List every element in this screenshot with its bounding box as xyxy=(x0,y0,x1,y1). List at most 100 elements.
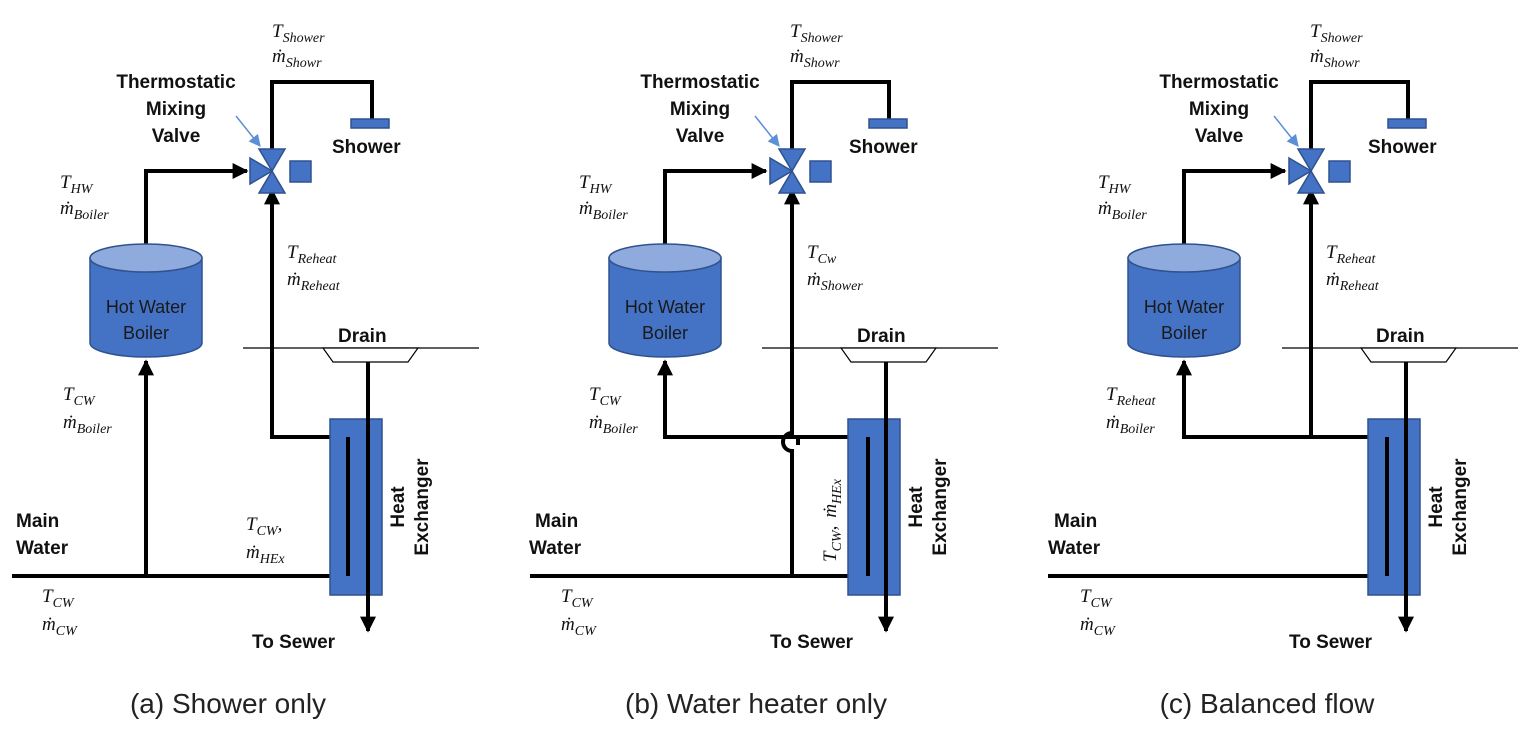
heat-exchanger-icon xyxy=(1367,418,1421,596)
shower-label: Shower xyxy=(332,137,401,158)
main-water-label-line1: Main xyxy=(1054,511,1097,532)
m-reheat-label: ṁReheat xyxy=(1326,269,1380,294)
t-shower-label: TShower xyxy=(790,21,843,46)
caption-b: (b) Water heater only xyxy=(625,688,887,719)
drain-label: Drain xyxy=(338,326,387,347)
m-boiler-label: ṁBoiler xyxy=(60,198,109,223)
hx-label-line1: Heat xyxy=(388,486,409,528)
valve-label-line3: Valve xyxy=(152,126,201,147)
t-cw-main-label: TCW xyxy=(561,586,594,611)
valve-pointer-arrow xyxy=(754,115,780,147)
m-shower-label: ṁShowr xyxy=(272,46,322,71)
valve-label-line2: Mixing xyxy=(670,99,730,120)
panel-a: Hot Water Boiler Thermostatic Mixing Val… xyxy=(12,21,479,719)
drain-icon xyxy=(839,347,938,363)
t-cw-main-label: TCW xyxy=(1080,586,1113,611)
drain-icon xyxy=(1359,347,1458,363)
valve-pointer-arrow xyxy=(235,115,261,147)
m-cw-main-label: ṁCW xyxy=(42,614,78,639)
m-boiler-in-label: ṁBoiler xyxy=(63,412,112,437)
m-cw-main-label: ṁCW xyxy=(1080,614,1116,639)
m-boiler-in-label: ṁBoiler xyxy=(1106,412,1155,437)
m-shower-label: ṁShowr xyxy=(1310,46,1360,71)
cold-to-valve-pipe xyxy=(781,196,794,576)
hx-label-line1: Heat xyxy=(1426,486,1447,528)
sewer-label: To Sewer xyxy=(770,632,854,653)
heat-exchanger-icon xyxy=(847,418,901,596)
boiler-label-line1: Hot Water xyxy=(625,297,705,317)
m-shower-label: ṁShowr xyxy=(790,46,840,71)
m-boiler-label: ṁBoiler xyxy=(1098,198,1147,223)
shower-label: Shower xyxy=(849,137,918,158)
t-hw-label: THW xyxy=(60,172,94,197)
sewer-label: To Sewer xyxy=(252,632,336,653)
heat-exchanger-icon xyxy=(329,418,383,596)
m-hex-label: ṁHEx xyxy=(246,542,285,567)
cold-to-boiler-pipe xyxy=(657,359,798,439)
boiler-label-line1: Hot Water xyxy=(1144,297,1224,317)
main-water-label-line1: Main xyxy=(535,511,578,532)
hot-water-pipe xyxy=(663,163,768,247)
t-reheat-boiler-label: TReheat xyxy=(1106,384,1157,409)
valve-label-line2: Mixing xyxy=(1189,99,1249,120)
boiler-label-line2: Boiler xyxy=(642,323,688,343)
t-cw-boiler-label: TCW xyxy=(589,384,622,409)
main-water-label-line2: Water xyxy=(529,538,582,559)
m-boiler-in-label: ṁBoiler xyxy=(589,412,638,437)
shower-pipe xyxy=(270,80,374,152)
hot-water-boiler-icon xyxy=(608,243,722,358)
t-shower-label: TShower xyxy=(1310,21,1363,46)
reheat-to-boiler-pipe xyxy=(1176,359,1311,439)
shower-head-icon xyxy=(350,118,390,129)
mixing-valve-icon xyxy=(769,148,832,194)
t-reheat-label: TReheat xyxy=(287,242,338,267)
t-cw-main-label: TCW xyxy=(42,586,75,611)
boiler-label-line2: Boiler xyxy=(123,323,169,343)
shower-head-icon xyxy=(1387,118,1427,129)
panel-b: Hot Water Boiler Thermostatic Mixing Val… xyxy=(529,21,998,719)
hx-label-line2: Exchanger xyxy=(1450,458,1471,556)
sewer-label: To Sewer xyxy=(1289,632,1373,653)
mixing-valve-icon xyxy=(249,148,312,194)
t-cw-hx-label: TCW, xyxy=(246,514,282,539)
main-water-label-line2: Water xyxy=(16,538,69,559)
t-hw-label: THW xyxy=(579,172,613,197)
shower-pipe xyxy=(1309,80,1410,152)
hx-label-line2: Exchanger xyxy=(930,458,951,556)
hot-water-boiler-icon xyxy=(1127,243,1241,358)
hot-water-pipe xyxy=(144,163,249,247)
shower-label: Shower xyxy=(1368,137,1437,158)
m-shower-cold-label: ṁShower xyxy=(807,269,863,294)
caption-a: (a) Shower only xyxy=(130,688,326,719)
drain-label: Drain xyxy=(857,326,906,347)
hx-label-line2: Exchanger xyxy=(412,458,433,556)
t-cw-label: TCw xyxy=(807,242,837,267)
hot-water-boiler-icon xyxy=(89,243,203,358)
t-cw-boiler-label: TCW xyxy=(63,384,96,409)
t-cw-hex-label: TCW,ṁHEx xyxy=(820,478,845,562)
m-reheat-label: ṁReheat xyxy=(287,269,341,294)
hx-label-line1: Heat xyxy=(906,486,927,528)
main-water-label-line1: Main xyxy=(16,511,59,532)
m-boiler-label: ṁBoiler xyxy=(579,198,628,223)
boiler-label-line1: Hot Water xyxy=(106,297,186,317)
valve-label-line2: Mixing xyxy=(146,99,206,120)
panel-c: Hot Water Boiler Thermostatic Mixing Val… xyxy=(1048,21,1518,719)
drain-icon xyxy=(321,347,420,363)
caption-c: (c) Balanced flow xyxy=(1160,688,1376,719)
t-hw-label: THW xyxy=(1098,172,1132,197)
valve-label-line1: Thermostatic xyxy=(116,72,236,93)
valve-label-line3: Valve xyxy=(676,126,725,147)
drain-label: Drain xyxy=(1376,326,1425,347)
t-shower-label: TShower xyxy=(272,21,325,46)
hot-water-pipe xyxy=(1182,163,1287,247)
mixing-valve-icon xyxy=(1288,148,1351,194)
shower-pipe xyxy=(790,80,891,152)
t-reheat-label: TReheat xyxy=(1326,242,1377,267)
shower-head-icon xyxy=(868,118,908,129)
valve-label-line1: Thermostatic xyxy=(1159,72,1279,93)
valve-label-line1: Thermostatic xyxy=(640,72,760,93)
boiler-label-line2: Boiler xyxy=(1161,323,1207,343)
valve-label-line3: Valve xyxy=(1195,126,1244,147)
